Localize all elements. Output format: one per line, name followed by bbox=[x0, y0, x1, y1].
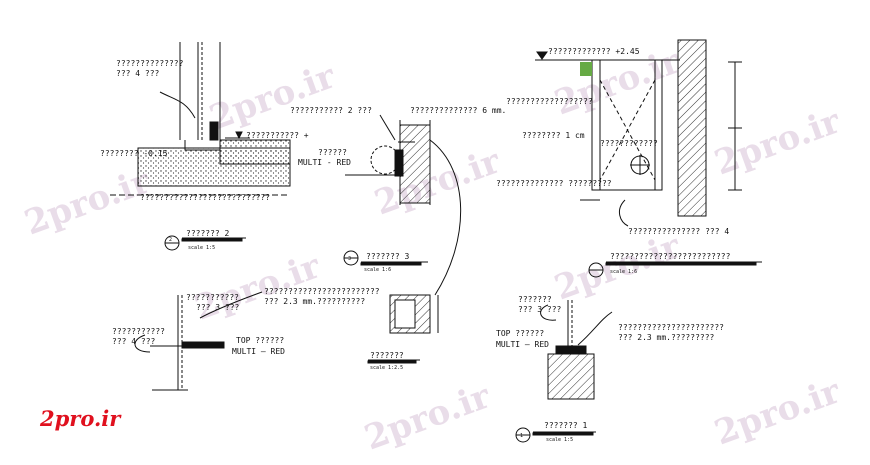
d2-note-a: ?????????????? bbox=[116, 59, 184, 68]
d3-note-b: ?????????????? 6 mm. bbox=[410, 106, 506, 115]
d2-level: ???????? -0.15 bbox=[100, 149, 168, 158]
d4-note-c: ???????????? bbox=[600, 139, 658, 148]
d1-note-c: TOP ?????? bbox=[496, 329, 544, 338]
watermark-text: 2pro.ir bbox=[549, 226, 686, 308]
d5-note-c: ???????????????????????? bbox=[264, 287, 380, 296]
watermark-text: 2pro.ir bbox=[359, 376, 496, 458]
d3-scale: scale 1:6 bbox=[364, 267, 391, 273]
watermark-text: 2pro.ir bbox=[369, 141, 506, 223]
d4-title: ????????????????????????? bbox=[610, 252, 731, 261]
d5-note-g: TOP ?????? bbox=[236, 336, 284, 345]
d2-note-b: ??? 4 ??? bbox=[116, 69, 160, 78]
detail-3 bbox=[343, 114, 462, 364]
watermark-text: 2pro.ir bbox=[19, 161, 156, 243]
d1-note-e: ?????????????????????? bbox=[618, 323, 724, 332]
d1-note-a: ??????? bbox=[518, 295, 552, 304]
watermark-text: 2pro.ir bbox=[709, 101, 846, 183]
d2-base-note: ??????????????????????????? bbox=[140, 193, 270, 202]
d5-note-a: ??????????? bbox=[186, 293, 239, 302]
d6-title: ??????? bbox=[370, 351, 404, 360]
d2-level-mark: ??????????? + bbox=[246, 131, 309, 140]
detail-1 bbox=[515, 300, 613, 443]
d6-scale: scale 1:2.5 bbox=[370, 365, 403, 371]
watermarks: 2pro.ir 2pro.ir 2pro.ir 2pro.ir 2pro.ir … bbox=[19, 41, 846, 458]
d4-note-e: ??????????????? ??? 4 bbox=[628, 227, 729, 236]
detail-2 bbox=[110, 42, 291, 251]
d1-note-d: MULTI — RED bbox=[496, 340, 549, 349]
d1-scale: scale 1:5 bbox=[546, 437, 573, 443]
d3-note-a: ??????????? 2 ??? bbox=[290, 106, 372, 115]
d5-note-h: MULTI — RED bbox=[232, 347, 285, 356]
brand-logo[interactable]: 2pro.ir bbox=[40, 406, 121, 431]
watermark-text: 2pro.ir bbox=[709, 371, 846, 453]
d1-title: ??????? 1 bbox=[544, 421, 588, 430]
d2-title: ??????? 2 bbox=[186, 229, 230, 238]
d2-tag: 2 bbox=[169, 237, 172, 243]
d4-note-d: ?????????????? ????????? bbox=[496, 179, 612, 188]
d1-tag: 1 bbox=[520, 433, 523, 439]
d3-tag: 3 bbox=[348, 256, 351, 262]
d4-level: ????????????? +2.45 bbox=[548, 47, 640, 56]
d4-note-b: ???????? 1 cm bbox=[522, 131, 585, 140]
d1-note-b: ??? 3 ??? bbox=[518, 305, 562, 314]
d5-note-f: ??? 4 ??? bbox=[112, 337, 156, 346]
d3-note-c: ?????? bbox=[318, 148, 347, 157]
detail-4 bbox=[535, 39, 762, 278]
detail-5 bbox=[134, 291, 263, 391]
d5-note-e: ??????????? bbox=[112, 327, 165, 336]
watermark-text: 2pro.ir bbox=[204, 56, 341, 138]
d1-note-f: ??? 2.3 mm.????????? bbox=[618, 333, 715, 342]
d4-scale: scale 1:6 bbox=[610, 269, 637, 275]
d3-note-d: MULTI - RED bbox=[298, 158, 351, 167]
d4-note-a: ?????????????????? bbox=[506, 97, 593, 106]
d5-note-d: ??? 2.3 mm.?????????? bbox=[264, 297, 365, 306]
d2-scale: scale 1:5 bbox=[188, 245, 215, 251]
d5-note-b: ??? 3 ??? bbox=[196, 303, 240, 312]
d3-title: ??????? 3 bbox=[366, 252, 410, 261]
